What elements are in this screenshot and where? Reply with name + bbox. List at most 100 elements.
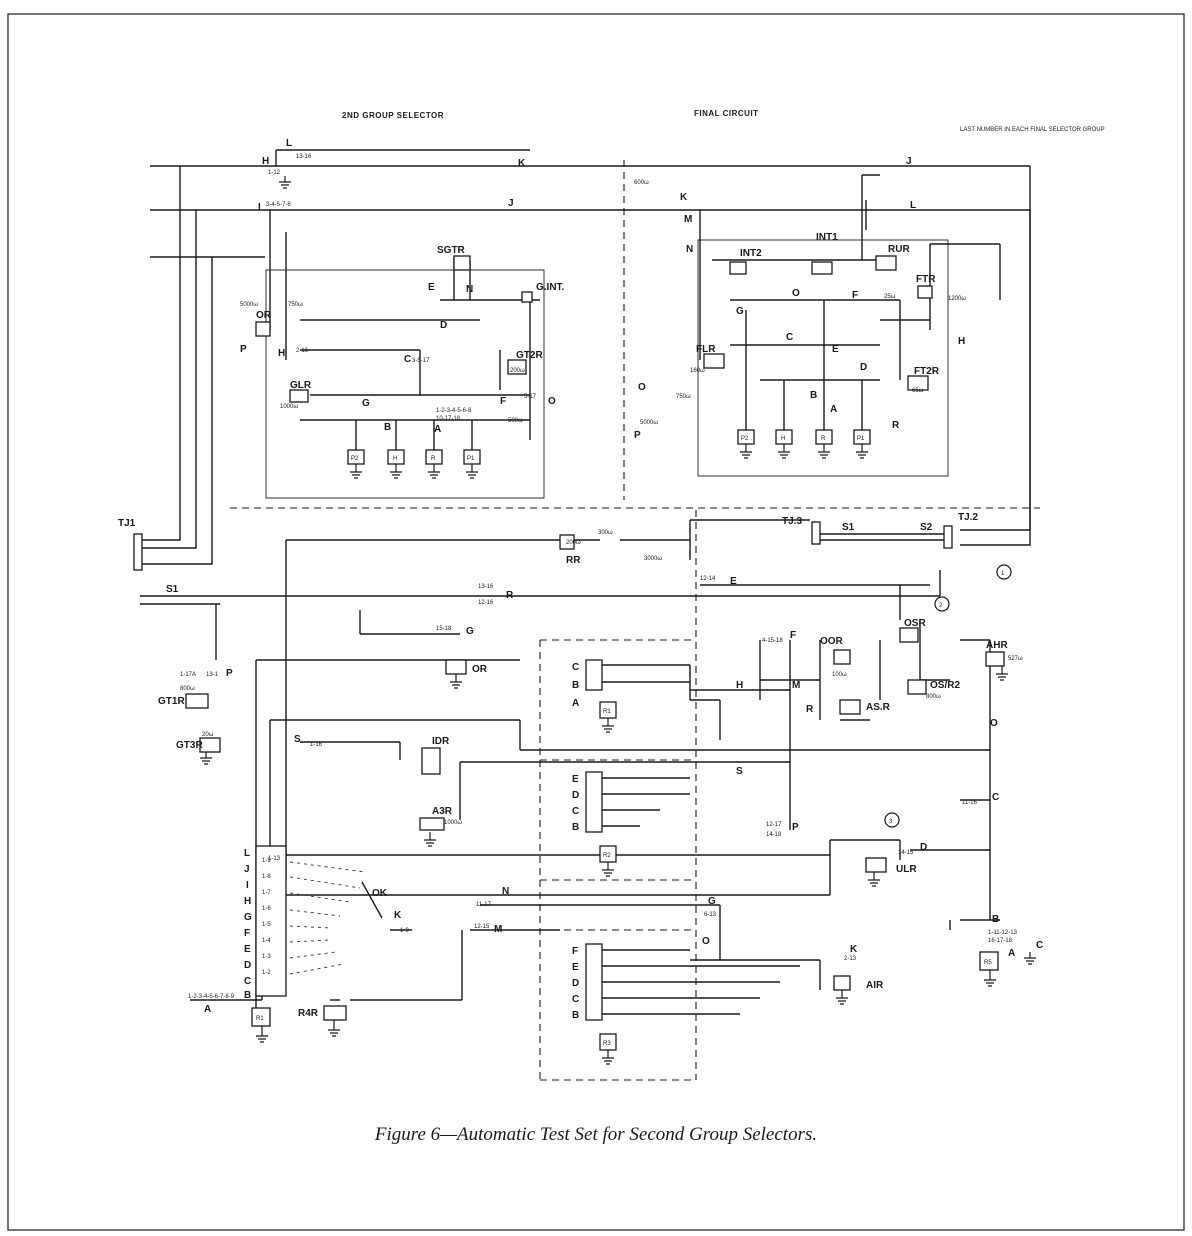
svg-text:11-16: 11-16 bbox=[962, 800, 978, 806]
svg-text:F: F bbox=[572, 946, 578, 957]
svg-text:R1: R1 bbox=[603, 709, 611, 715]
svg-text:INT1: INT1 bbox=[816, 232, 838, 243]
svg-text:A: A bbox=[1008, 948, 1015, 959]
svg-text:R: R bbox=[806, 704, 814, 715]
svg-text:A: A bbox=[830, 404, 837, 415]
svg-text:G: G bbox=[708, 896, 716, 907]
svg-text:O: O bbox=[792, 288, 800, 299]
svg-text:1-2-3-4-5-6-8: 1-2-3-4-5-6-8 bbox=[436, 408, 472, 414]
svg-text:F: F bbox=[790, 630, 796, 641]
relay-os2: OS/R2 bbox=[907, 679, 960, 695]
header-note: LAST NUMBER IN EACH FINAL SELECTOR GROUP bbox=[960, 127, 1105, 133]
relay-ft2r: FT2R bbox=[907, 366, 940, 391]
svg-text:TJ.2: TJ.2 bbox=[958, 512, 978, 523]
value-labels: 5000ω 750ω 500ω 600ω 750ω 5000ω 1200ω 52… bbox=[180, 180, 1023, 826]
jack-tj2: TJ.2 bbox=[943, 512, 978, 549]
svg-text:20ω: 20ω bbox=[202, 732, 214, 738]
relay-a3r: A3R bbox=[419, 806, 453, 831]
svg-text:J: J bbox=[906, 156, 912, 167]
svg-text:E: E bbox=[832, 344, 839, 355]
svg-text:R1: R1 bbox=[256, 1016, 264, 1022]
svg-text:10-17-18: 10-17-18 bbox=[436, 416, 461, 422]
svg-text:P: P bbox=[792, 822, 799, 833]
svg-text:1-12: 1-12 bbox=[268, 170, 281, 176]
relay-osr: OSR bbox=[899, 618, 926, 643]
svg-text:E: E bbox=[428, 282, 435, 293]
key-s2: S2 bbox=[920, 522, 933, 533]
svg-text:P: P bbox=[240, 344, 247, 355]
svg-text:I: I bbox=[246, 880, 249, 891]
svg-text:600ω: 600ω bbox=[634, 180, 649, 186]
svg-text:800ω: 800ω bbox=[180, 686, 195, 692]
svg-text:C: C bbox=[404, 354, 411, 365]
relay-ftr: FTR bbox=[916, 274, 936, 299]
svg-text:C: C bbox=[572, 806, 579, 817]
svg-text:200ω: 200ω bbox=[510, 368, 525, 374]
svg-text:K: K bbox=[518, 158, 526, 169]
relay-or: OR bbox=[255, 310, 272, 337]
svg-text:12-14: 12-14 bbox=[700, 576, 716, 582]
svg-text:I: I bbox=[258, 202, 261, 213]
svg-text:TJ1: TJ1 bbox=[118, 518, 136, 529]
svg-text:B: B bbox=[810, 390, 817, 401]
svg-text:12-16: 12-16 bbox=[478, 600, 494, 606]
svg-text:12-15: 12-15 bbox=[474, 924, 490, 930]
svg-text:C: C bbox=[572, 994, 579, 1005]
svg-text:13-16: 13-16 bbox=[296, 154, 312, 160]
svg-text:AIR: AIR bbox=[866, 980, 884, 991]
relay-gint: G.INT. bbox=[521, 282, 565, 303]
svg-text:N: N bbox=[686, 244, 693, 255]
svg-text:FTR: FTR bbox=[916, 274, 936, 285]
svg-text:1-16: 1-16 bbox=[310, 742, 323, 748]
svg-text:K: K bbox=[850, 944, 858, 955]
svg-text:1-3: 1-3 bbox=[262, 954, 271, 960]
svg-text:H: H bbox=[781, 436, 785, 442]
svg-text:1-7: 1-7 bbox=[262, 890, 271, 896]
svg-text:C: C bbox=[1036, 940, 1043, 951]
svg-text:B: B bbox=[992, 914, 999, 925]
svg-text:D: D bbox=[920, 842, 927, 853]
svg-text:15-18: 15-18 bbox=[436, 626, 452, 632]
relay-air: AIR bbox=[833, 975, 884, 991]
svg-text:N: N bbox=[466, 284, 473, 295]
jack-tj3: TJ.3 bbox=[782, 516, 821, 545]
svg-text:R: R bbox=[892, 420, 900, 431]
svg-text:14-18: 14-18 bbox=[766, 832, 782, 838]
svg-text:A: A bbox=[572, 698, 579, 709]
header-second-group-selector: 2ND GROUP SELECTOR bbox=[342, 111, 444, 120]
svg-text:OS/R2: OS/R2 bbox=[930, 680, 960, 691]
svg-text:P1: P1 bbox=[467, 456, 475, 462]
svg-text:D: D bbox=[440, 320, 447, 331]
svg-text:D: D bbox=[572, 790, 579, 801]
svg-text:1: 1 bbox=[1001, 571, 1005, 577]
jack-tj1: TJ1 bbox=[118, 518, 143, 571]
relay-sgtr: SGTR bbox=[437, 245, 471, 271]
svg-text:3000ω: 3000ω bbox=[644, 556, 662, 562]
svg-text:2-16: 2-16 bbox=[296, 348, 309, 354]
selector-bank-labels: L J I H G F E D C B 1-9 1-8 1-7 1-6 1-5 … bbox=[244, 845, 402, 1001]
svg-text:D: D bbox=[860, 362, 867, 373]
svg-text:R: R bbox=[431, 456, 436, 462]
svg-text:B: B bbox=[572, 680, 579, 691]
svg-text:4-15-18: 4-15-18 bbox=[762, 638, 783, 644]
svg-text:D: D bbox=[572, 978, 579, 989]
svg-text:J: J bbox=[244, 864, 250, 875]
svg-text:E: E bbox=[244, 944, 251, 955]
svg-text:M: M bbox=[494, 924, 502, 935]
svg-text:L: L bbox=[286, 138, 292, 149]
final-circuit bbox=[697, 166, 1031, 546]
section-boundaries bbox=[230, 160, 1040, 1081]
svg-text:A3R: A3R bbox=[432, 806, 453, 817]
relay-r4r: R4R bbox=[298, 1005, 347, 1021]
terminal-letters: K J H I L J K L M N E N D C P H G B A F … bbox=[204, 138, 1043, 1015]
svg-text:OR: OR bbox=[256, 310, 272, 321]
svg-text:100ω: 100ω bbox=[832, 672, 847, 678]
svg-text:1-5: 1-5 bbox=[262, 922, 271, 928]
svg-text:L: L bbox=[910, 200, 916, 211]
svg-text:R: R bbox=[821, 436, 826, 442]
header-final-circuit: FINAL CIRCUIT bbox=[694, 109, 759, 118]
svg-text:RUR: RUR bbox=[888, 244, 910, 255]
svg-text:1-2: 1-2 bbox=[262, 970, 271, 976]
svg-text:1-6: 1-6 bbox=[262, 906, 271, 912]
